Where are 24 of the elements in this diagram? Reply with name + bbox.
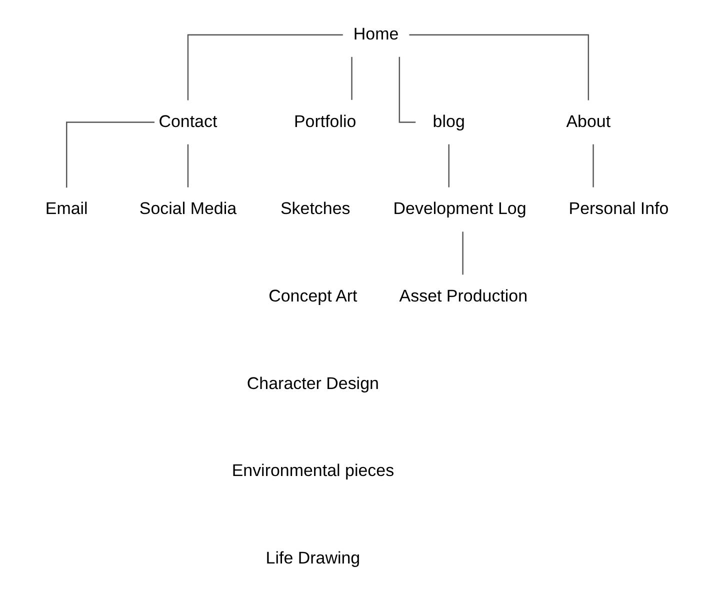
label: Character Design xyxy=(246,374,378,393)
node-text: Portfolio xyxy=(293,112,356,131)
connector xyxy=(398,56,416,123)
connector xyxy=(448,144,449,188)
connector xyxy=(408,34,589,100)
node-text: Asset Production xyxy=(398,286,528,306)
node-text: Contact xyxy=(158,112,217,131)
node-text: blog xyxy=(432,112,464,131)
node-text: About xyxy=(566,112,610,131)
node-text: Email xyxy=(44,199,88,218)
connector xyxy=(462,232,463,275)
connector xyxy=(592,144,594,188)
node-text: Social Media xyxy=(138,199,236,218)
connector xyxy=(66,122,154,188)
label: Sketches xyxy=(280,199,350,218)
connector xyxy=(186,34,342,100)
node-text: Development Log xyxy=(392,199,526,218)
connector xyxy=(186,144,188,188)
node-text: Home xyxy=(352,24,398,44)
label: Environmental pieces xyxy=(231,461,394,480)
label: Concept Art xyxy=(268,286,357,306)
node-text: Personal Info xyxy=(568,199,668,218)
connector xyxy=(350,56,352,100)
label: Life Drawing xyxy=(265,548,360,568)
